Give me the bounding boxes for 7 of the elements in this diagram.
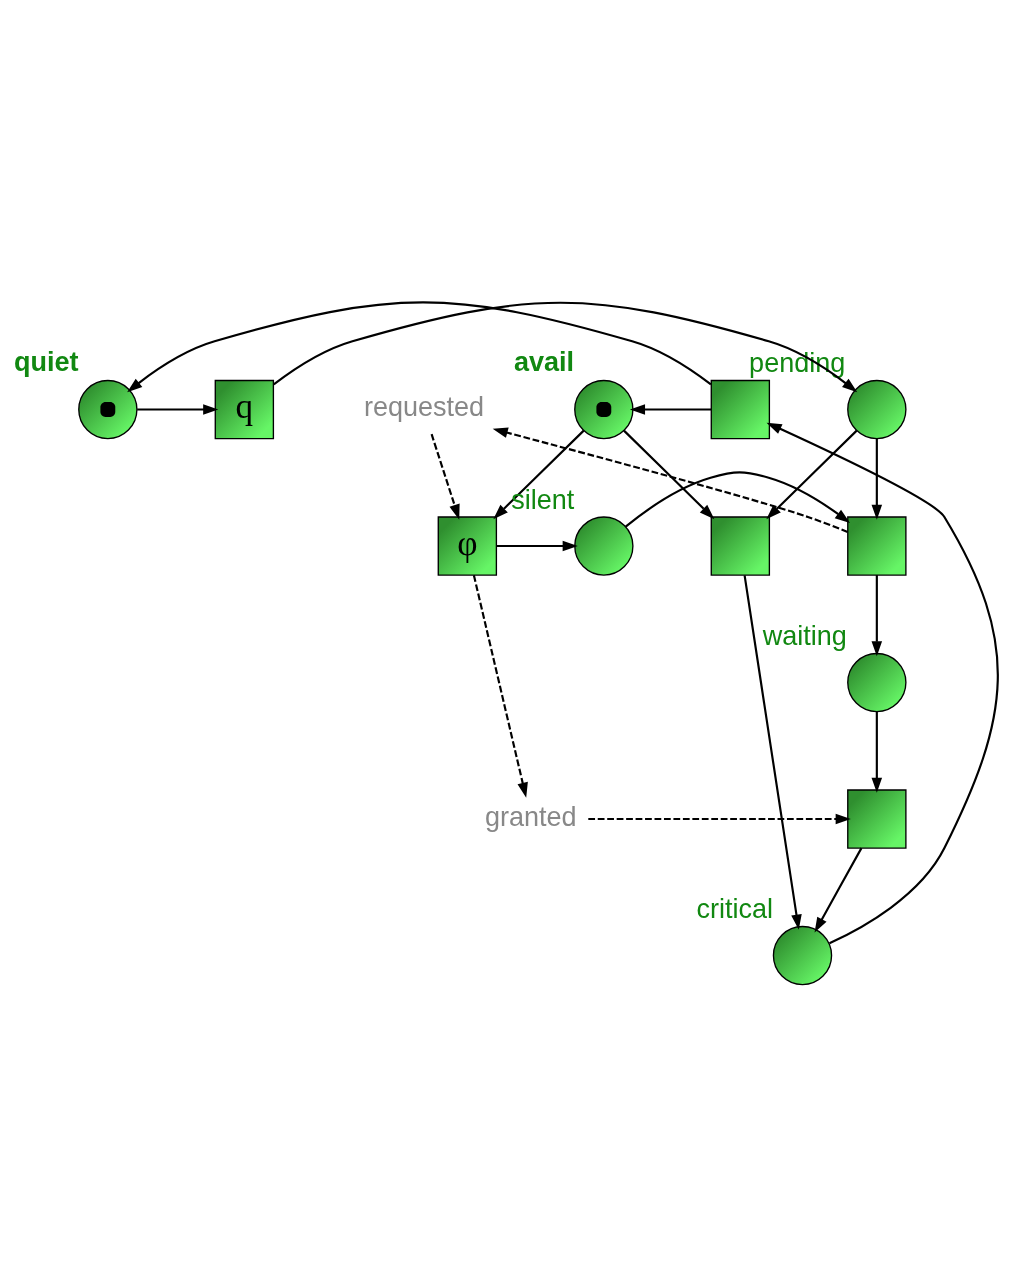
- node-label: silent: [511, 484, 575, 515]
- node-text: requested: [364, 391, 485, 422]
- node-text: granted: [485, 801, 577, 832]
- node-label: avail: [513, 346, 575, 377]
- node-label: quiet: [13, 346, 79, 377]
- node-label: waiting: [762, 620, 847, 651]
- node-label: critical: [696, 893, 773, 924]
